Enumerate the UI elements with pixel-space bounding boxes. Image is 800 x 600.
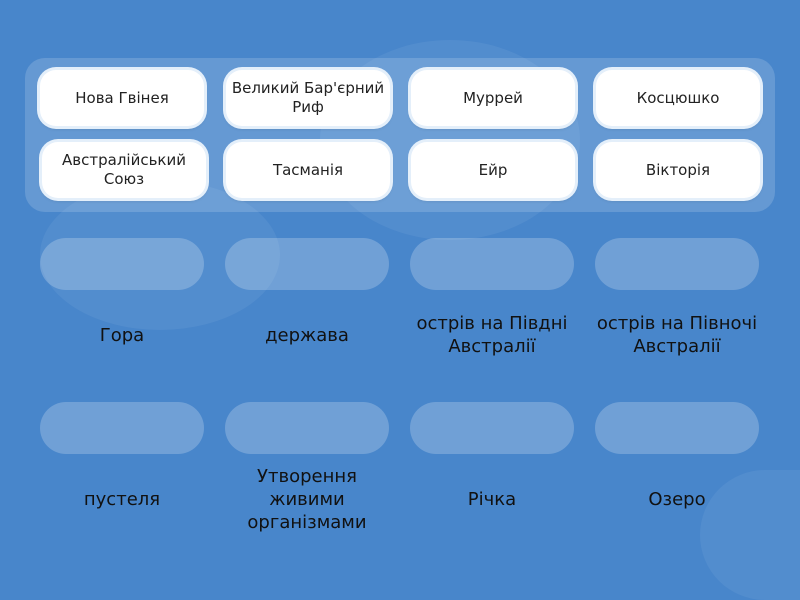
draggable-card[interactable]: Тасманія [226, 142, 390, 198]
draggable-card[interactable]: Великий Бар'єрний Риф [226, 70, 390, 126]
target-label: Утворення живими організмами [247, 466, 367, 533]
drop-slot[interactable] [595, 238, 759, 290]
draggable-card[interactable]: Вікторія [596, 142, 760, 198]
draggable-card[interactable]: Косцюшко [596, 70, 760, 126]
drop-slot[interactable] [410, 238, 574, 290]
background-cloud [700, 470, 800, 600]
target-label: Гора [99, 324, 145, 346]
drop-slot[interactable] [225, 402, 389, 454]
target-label: держава [265, 324, 349, 346]
draggable-card[interactable]: Муррей [411, 70, 575, 126]
target-label: острів на Півдні Австралії [416, 313, 568, 357]
target-label: пустеля [83, 489, 161, 510]
drop-slot[interactable] [40, 402, 204, 454]
draggable-card[interactable]: Ейр [411, 142, 575, 198]
target-label: острів на Півночі Австралії [596, 313, 758, 357]
target-label: Озеро [648, 489, 706, 510]
target-label: Річка [467, 489, 517, 510]
draggable-card[interactable]: Нова Гвінея [40, 70, 204, 126]
background-cloud [40, 180, 280, 330]
draggable-card[interactable]: Австралійський Союз [42, 142, 206, 198]
drop-slot[interactable] [410, 402, 574, 454]
drop-slot[interactable] [225, 238, 389, 290]
drop-slot[interactable] [595, 402, 759, 454]
drop-slot[interactable] [40, 238, 204, 290]
